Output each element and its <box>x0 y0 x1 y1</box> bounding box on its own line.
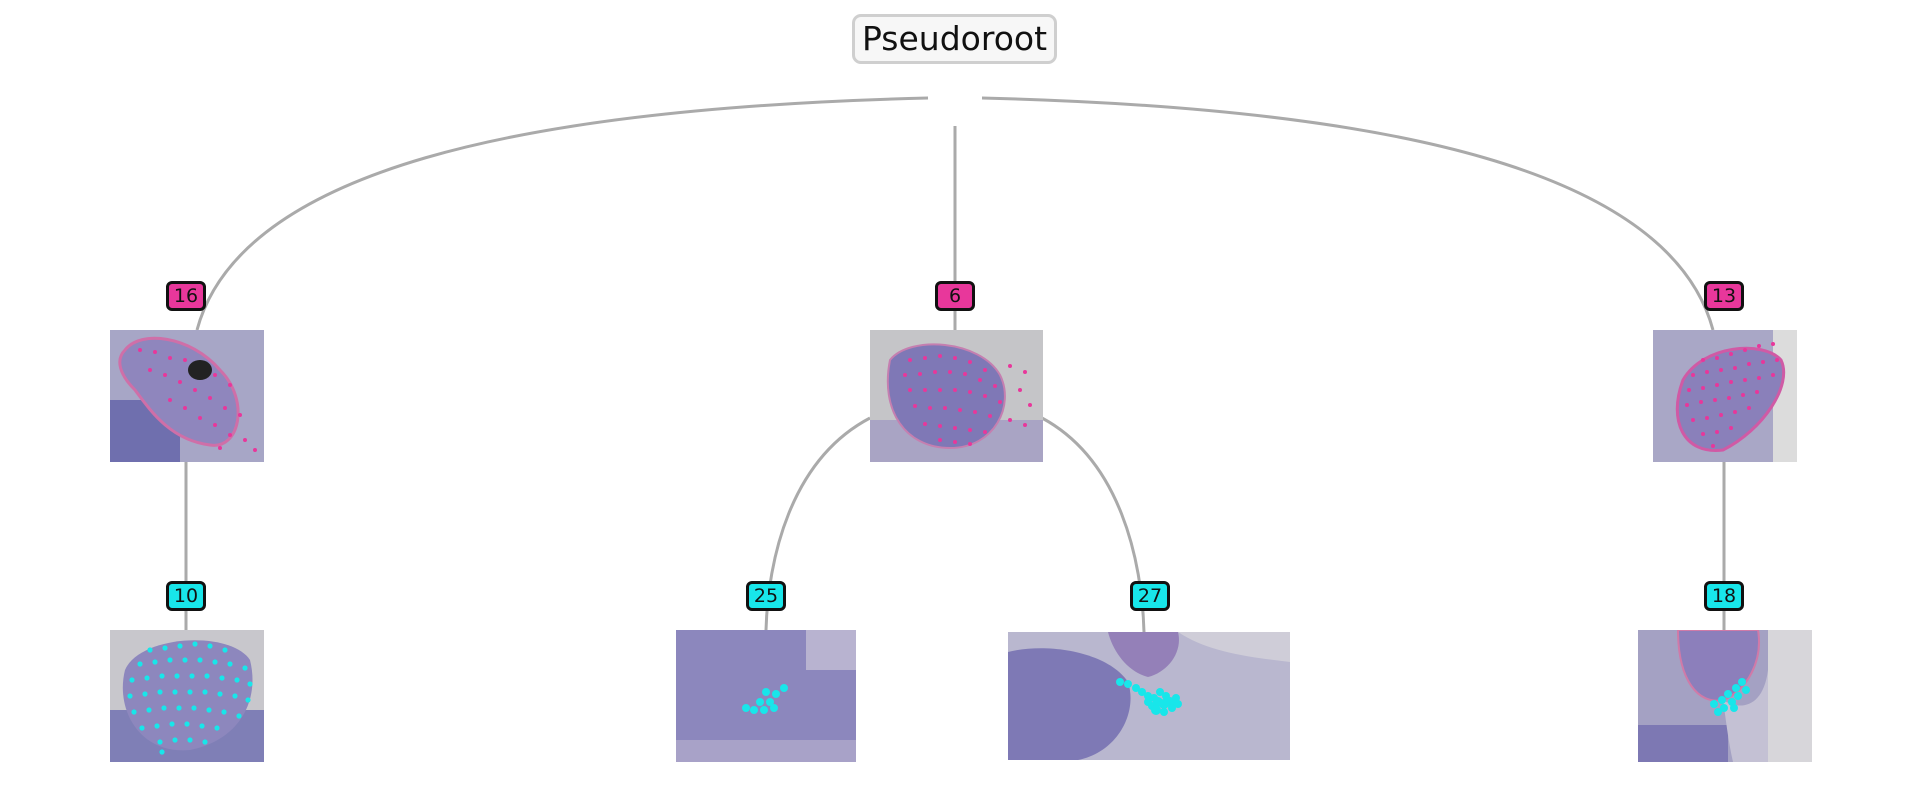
edge-root-16 <box>195 96 929 331</box>
pseudoroot-label: Pseudoroot <box>852 14 1057 64</box>
node-badge-16: 16 <box>166 281 206 311</box>
node-image-6 <box>870 330 1043 462</box>
node-badge-10: 10 <box>166 581 206 611</box>
node-badge-6: 6 <box>935 281 975 311</box>
node-image-18 <box>1638 630 1812 762</box>
edge-6-27 <box>1041 416 1146 633</box>
node-image-10 <box>110 630 264 762</box>
node-image-13 <box>1653 330 1797 462</box>
node-badge-25: 25 <box>746 581 786 611</box>
edge-root-13 <box>981 96 1715 331</box>
node-badge-13: 13 <box>1704 281 1744 311</box>
node-image-25 <box>676 630 856 762</box>
node-badge-18: 18 <box>1704 581 1744 611</box>
node-badge-27: 27 <box>1130 581 1170 611</box>
node-image-27 <box>1008 632 1290 760</box>
node-image-16 <box>110 330 264 462</box>
